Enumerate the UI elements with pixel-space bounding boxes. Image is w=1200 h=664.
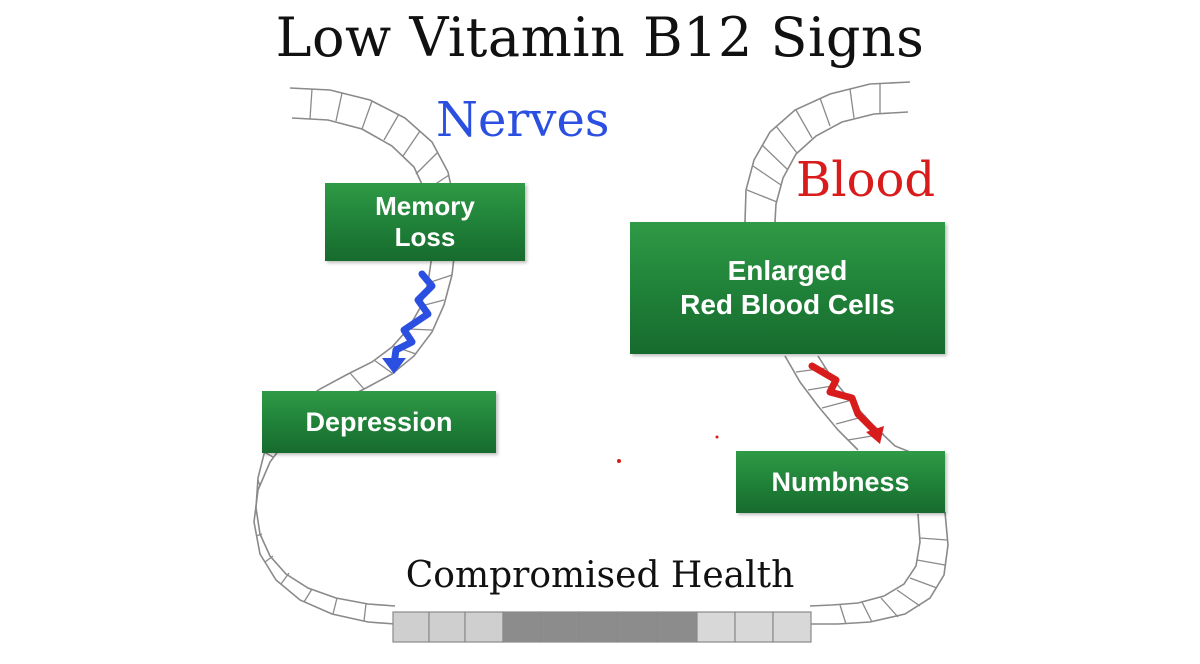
- enlarged-rbc-box: Enlarged Red Blood Cells: [630, 222, 945, 354]
- right-track: [744, 81, 949, 625]
- numbness-box: Numbness: [736, 451, 945, 513]
- memory-loss-line2: Loss: [394, 222, 456, 252]
- nerves-heading: Nerves: [436, 92, 610, 148]
- nerve-arrow-icon: [382, 270, 436, 374]
- blood-arrow-icon: [808, 362, 884, 444]
- depression-box: Depression: [262, 391, 496, 453]
- stray-dot: [715, 435, 719, 439]
- compromised-health-label: Compromised Health: [405, 555, 795, 596]
- stray-dot: [617, 459, 621, 463]
- memory-loss-box: Memory Loss: [325, 183, 525, 261]
- enlarged-rbc-line1: Enlarged: [727, 255, 848, 287]
- memory-loss-line1: Memory: [375, 190, 475, 221]
- diagram-title: Low Vitamin B12 Signs: [275, 6, 925, 69]
- enlarged-rbc-line2: Red Blood Cells: [680, 289, 895, 320]
- health-bar: [392, 611, 812, 643]
- left-track: [253, 87, 457, 625]
- blood-heading: Blood: [796, 152, 936, 208]
